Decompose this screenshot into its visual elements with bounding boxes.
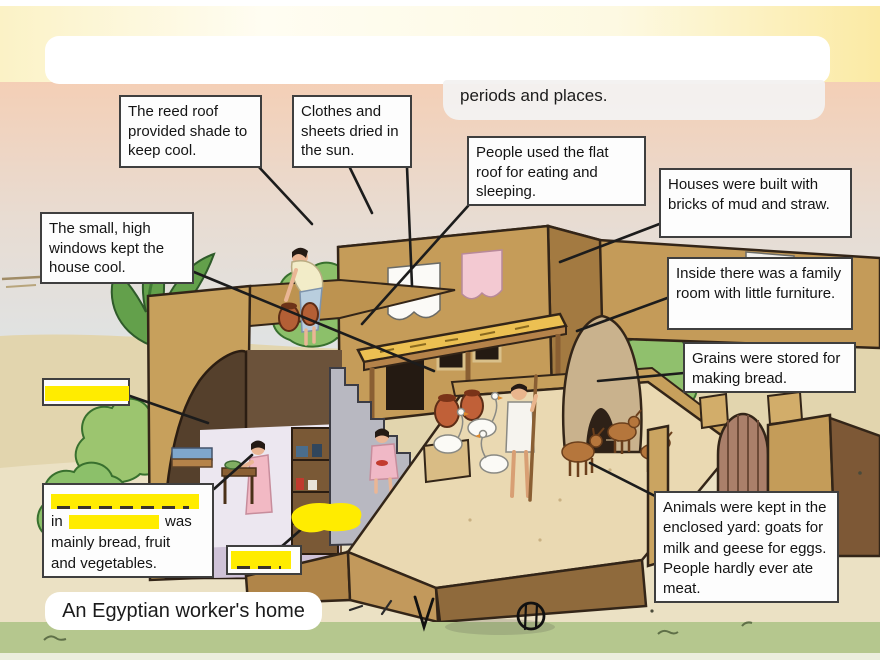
top-partial-text-panel: periods and places. <box>443 80 825 120</box>
pink-sheet <box>461 249 503 300</box>
callout-animals: Animals were kept in the enclosed yard: … <box>654 491 839 603</box>
bed-blanket <box>171 447 213 461</box>
terrace-woman <box>278 247 324 346</box>
highlighter-blob <box>291 502 362 533</box>
wheel-doodle <box>516 601 546 631</box>
callout-hidden-oven-label <box>226 545 302 575</box>
caption-text: An Egyptian worker's home <box>62 599 305 622</box>
v-doodle <box>413 595 435 632</box>
yard-man <box>505 374 538 502</box>
callout-windows: The small, high windows kept the house c… <box>40 212 194 284</box>
kitchen-table <box>221 467 257 477</box>
hidden-letter-fragments <box>237 566 281 569</box>
goose-figure <box>467 391 503 438</box>
highlighter-bar <box>68 515 159 530</box>
goat-figure <box>607 409 642 454</box>
food-line2-suffix: was <box>165 513 192 530</box>
geese <box>433 391 509 474</box>
goat-figure <box>561 427 605 477</box>
food-line-2: in was <box>51 511 205 532</box>
callout-flat-roof: People used the flat roof for eating and… <box>467 136 646 206</box>
leader-lines <box>128 164 686 549</box>
callout-food: in was mainly bread, fruit and vegetable… <box>42 483 214 578</box>
caption-box: An Egyptian worker's home <box>45 592 322 630</box>
callout-hidden-room-label <box>42 378 130 406</box>
food-line-4: and vegetables. <box>51 555 157 572</box>
hidden-letter-fragments <box>57 505 189 509</box>
callout-reed-roof: The reed roof provided shade to keep coo… <box>119 95 262 168</box>
goose-figure <box>433 407 469 454</box>
grain-silo <box>561 314 643 454</box>
callout-grains: Grains were stored for making bread. <box>683 342 856 393</box>
bed-frame <box>171 458 213 468</box>
pen-doodles <box>348 595 555 635</box>
highlighter-bar <box>45 386 129 401</box>
food-line2-prefix: in <box>51 513 63 530</box>
top-white-panel <box>45 36 830 84</box>
second-floor-block <box>336 224 606 426</box>
callout-family-room: Inside there was a family room with litt… <box>667 257 853 330</box>
food-line-3: mainly bread, fruit <box>51 534 171 551</box>
callout-bricks: Houses were built with bricks of mud and… <box>659 168 852 238</box>
highlighter-bar <box>51 493 199 509</box>
girl-on-stairs <box>369 428 399 494</box>
goose-figure <box>475 429 509 474</box>
food-line-1 <box>51 490 205 511</box>
callout-clothes: Clothes and sheets dried in the sun. <box>292 95 412 168</box>
highlighter-bar <box>231 551 291 569</box>
top-partial-text: periods and places. <box>460 86 608 105</box>
